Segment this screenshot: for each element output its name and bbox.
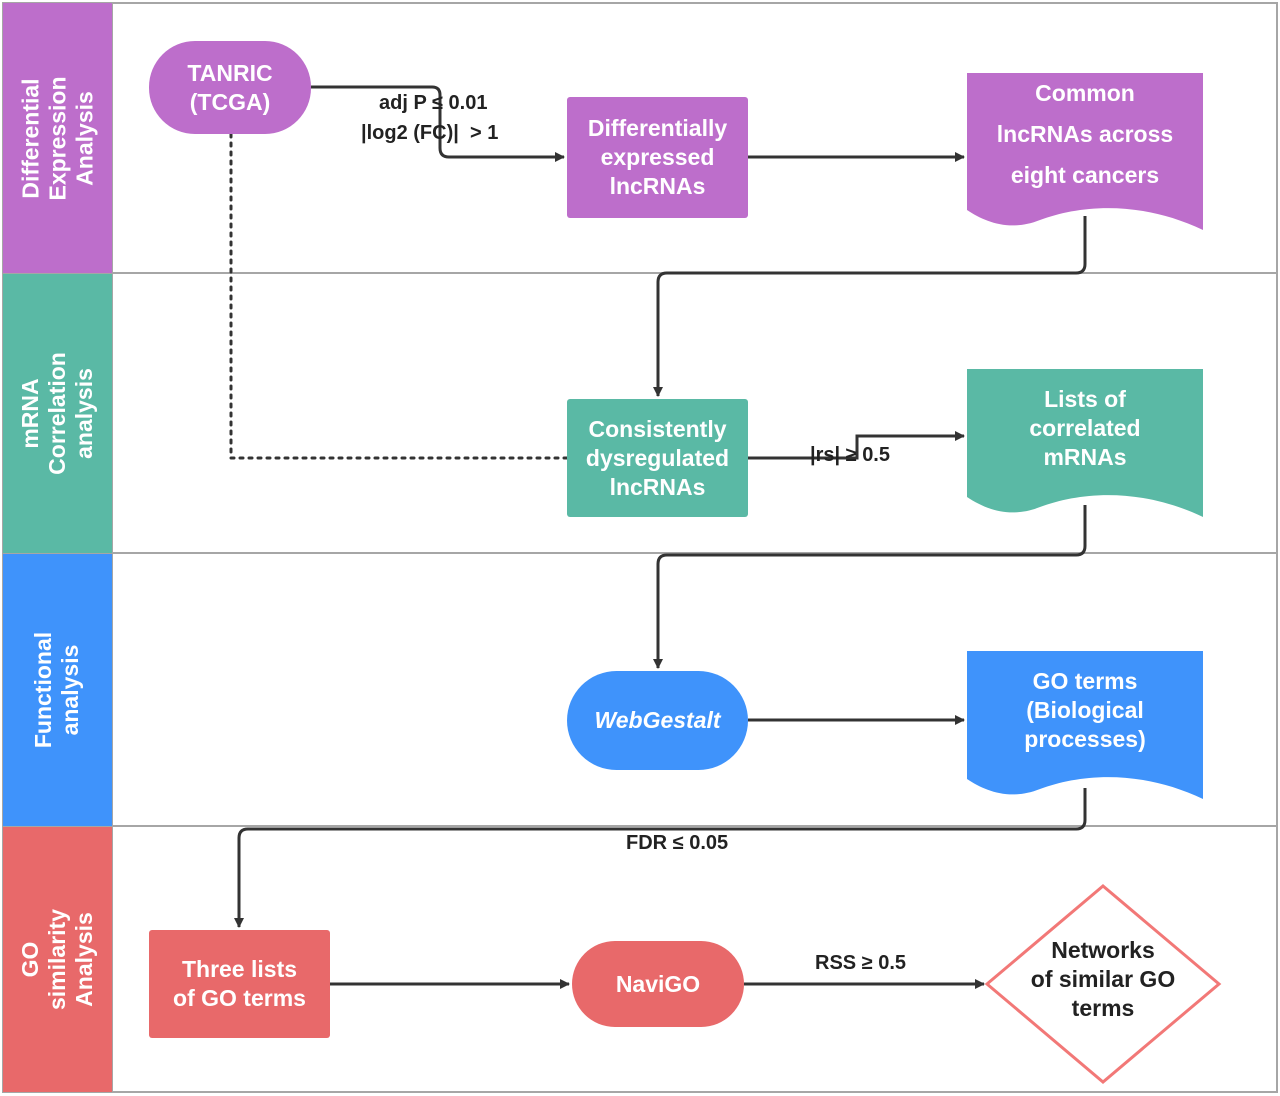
- edge-consistent-to-mrnas: [748, 431, 965, 460]
- three-lists-node: Three lists of GO terms: [149, 930, 330, 1038]
- networks-shape: [984, 884, 1222, 1084]
- edge-tanric-to-consistent-dotted: [229, 132, 569, 460]
- lane-label-functional: Functional analysis: [3, 554, 112, 826]
- lane-label-text: Differential Expression Analysis: [17, 76, 97, 200]
- edge-label-adj-p: adj P ≤ 0.01: [379, 92, 488, 114]
- edge-tanric-to-de: [311, 85, 565, 162]
- edge-label-rss: RSS ≥ 0.5: [815, 952, 907, 974]
- common-lncrnas-shape: [967, 73, 1203, 230]
- lane-label-text: GO similarity Analysis: [17, 909, 97, 1010]
- edge-common-to-consistent: [653, 216, 1087, 397]
- common-lncrnas-label: Common lncRNAs across eight cancers: [996, 79, 1174, 188]
- de-lncrnas-node: Differentially expressed lncRNAs: [567, 97, 748, 218]
- tanric-node: TANRIC (TCGA): [149, 41, 311, 134]
- navigo-node: NaviGO: [572, 941, 744, 1027]
- consistent-lncrnas-node: Consistently dysregulated lncRNAs: [567, 399, 748, 517]
- lane-label-text: Functional analysis: [30, 631, 84, 749]
- networks-label: Networks of similar GO terms: [1030, 936, 1176, 1021]
- go-terms-shape: [967, 651, 1203, 799]
- edge-label-rs: |rs| ≥ 0.5: [810, 444, 890, 466]
- lane-label-text: mRNA Correlation analysis: [17, 352, 98, 475]
- webgestalt-node: WebGestalt: [567, 671, 748, 770]
- go-terms-label: GO terms (Biological processes): [1024, 667, 1146, 752]
- correlated-mrnas-label: Lists of correlated mRNAs: [1029, 385, 1141, 470]
- lane-label-differential: Differential Expression Analysis: [3, 3, 112, 273]
- lane-label-similarity: GO similarity Analysis: [3, 827, 112, 1092]
- edge-label-log2fc: |log2 (FC)| > 1: [361, 122, 499, 144]
- lane-label-correlation: mRNA Correlation analysis: [3, 274, 112, 553]
- correlated-mrnas-shape: [967, 369, 1203, 517]
- edge-mrnas-to-webgestalt: [653, 505, 1087, 669]
- edge-label-fdr: FDR ≤ 0.05: [626, 832, 729, 854]
- edge-goterms-to-threelists: [234, 788, 1087, 928]
